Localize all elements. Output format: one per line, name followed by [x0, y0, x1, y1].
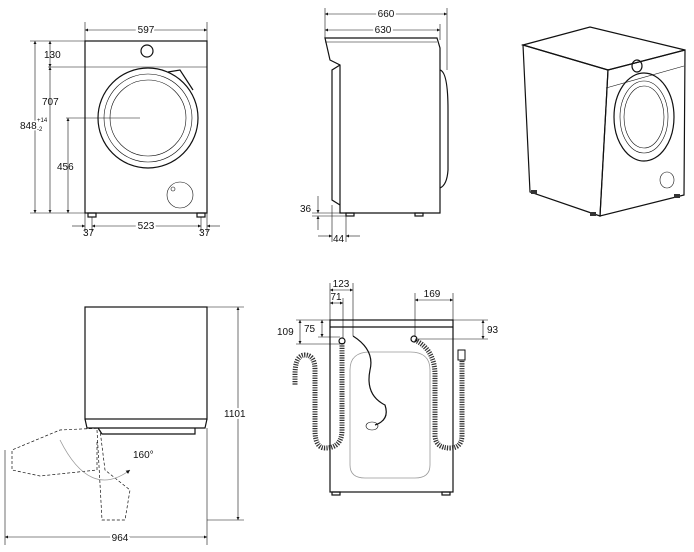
dim-foot-height: 36	[300, 204, 312, 215]
top-face	[520, 26, 686, 71]
dim-depth-body: 630	[375, 25, 392, 36]
dim-total-height: 848	[20, 121, 37, 132]
dim-door-height: 707	[42, 97, 59, 108]
dim-panel-height: 130	[44, 50, 61, 61]
dim-drain-height: 109	[277, 327, 294, 338]
back-view: 123 71 109 75 169 93	[277, 279, 499, 496]
dim-inlet-right-height: 93	[487, 325, 499, 336]
tolerance-plus: +14	[37, 118, 48, 124]
filter-cover	[166, 181, 194, 209]
front-view: 597 130 707 848 +14 -2 456 523 37 37	[19, 22, 220, 239]
dim-feet-spacing: 523	[138, 221, 155, 232]
dim-foot-left: 37	[83, 228, 95, 239]
dim-foot-offset: 44	[333, 234, 345, 245]
dim-inlet-right-offset: 169	[424, 289, 441, 300]
door	[613, 72, 675, 162]
drum-outline	[349, 351, 431, 479]
plug	[365, 421, 379, 431]
top-view: 160° 1101 964	[4, 306, 248, 546]
door-angle: 160°	[133, 450, 154, 461]
dim-drain-offset: 123	[333, 279, 350, 290]
front-body	[84, 40, 208, 214]
power-cable	[352, 335, 387, 426]
dim-width: 597	[138, 25, 155, 36]
side-view: 660 630 36 44	[300, 7, 449, 245]
knob	[631, 59, 643, 73]
inlet-hose	[413, 337, 465, 451]
dim-depth-door-open: 1101	[224, 409, 246, 420]
side-body	[324, 37, 441, 214]
program-knob	[140, 44, 154, 58]
dim-inlet-left-height: 75	[304, 324, 316, 335]
perspective-view	[520, 26, 686, 217]
dim-foot-right: 37	[199, 228, 211, 239]
top-body	[84, 306, 208, 420]
dim-inlet-left-offset: 71	[330, 292, 342, 303]
back-body	[329, 319, 454, 493]
drain-hose	[292, 343, 345, 451]
left-face	[522, 44, 609, 217]
dim-depth-total: 660	[378, 9, 395, 20]
dim-width-door-open: 964	[112, 533, 129, 544]
tolerance-minus: -2	[37, 127, 43, 133]
door-bulge	[439, 69, 449, 189]
dim-door-center-height: 456	[57, 162, 74, 173]
